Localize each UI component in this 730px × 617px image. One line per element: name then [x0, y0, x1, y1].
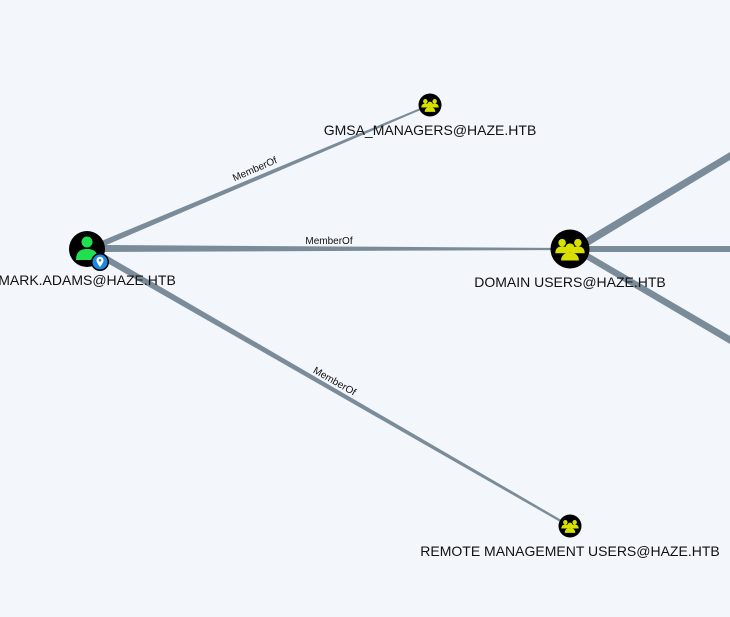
group-icon: [421, 99, 439, 112]
node-label-domain-users: DOMAIN USERS@HAZE.HTB: [474, 274, 666, 290]
edges: [95, 104, 730, 527]
node-remote-management-users[interactable]: REMOTE MANAGEMENT USERS@HAZE.HTB: [420, 514, 720, 560]
edge-label-to-domain-users: MemberOf: [305, 236, 352, 247]
node-label-gmsa-managers: GMSA_MANAGERS@HAZE.HTB: [324, 122, 537, 138]
edge-domain-users-offscreen-down[interactable]: [579, 250, 730, 344]
node-label-remote-management-users: REMOTE MANAGEMENT USERS@HAZE.HTB: [420, 543, 719, 559]
edge-domain-users-offscreen-up[interactable]: [578, 152, 730, 249]
edge-domain-users-offscreen-right[interactable]: [580, 246, 730, 252]
node-domain-users[interactable]: DOMAIN USERS@HAZE.HTB: [474, 229, 666, 291]
node-mark-adams[interactable]: MARK.ADAMS@HAZE.HTB: [0, 231, 176, 288]
edge-mark-adams-to-domain-users[interactable]: [100, 245, 570, 252]
node-label-mark-adams: MARK.ADAMS@HAZE.HTB: [0, 272, 176, 288]
node-gmsa-managers[interactable]: GMSA_MANAGERS@HAZE.HTB: [324, 93, 537, 139]
edge-mark-adams-to-gmsa-managers[interactable]: [99, 104, 430, 246]
edge-labels: MemberOf MemberOf MemberOf: [231, 155, 358, 398]
edge-mark-adams-to-remote-management-users[interactable]: [95, 251, 570, 527]
owned-location-badge-icon: [91, 253, 109, 271]
group-icon: [561, 520, 579, 533]
group-icon: [555, 238, 585, 261]
